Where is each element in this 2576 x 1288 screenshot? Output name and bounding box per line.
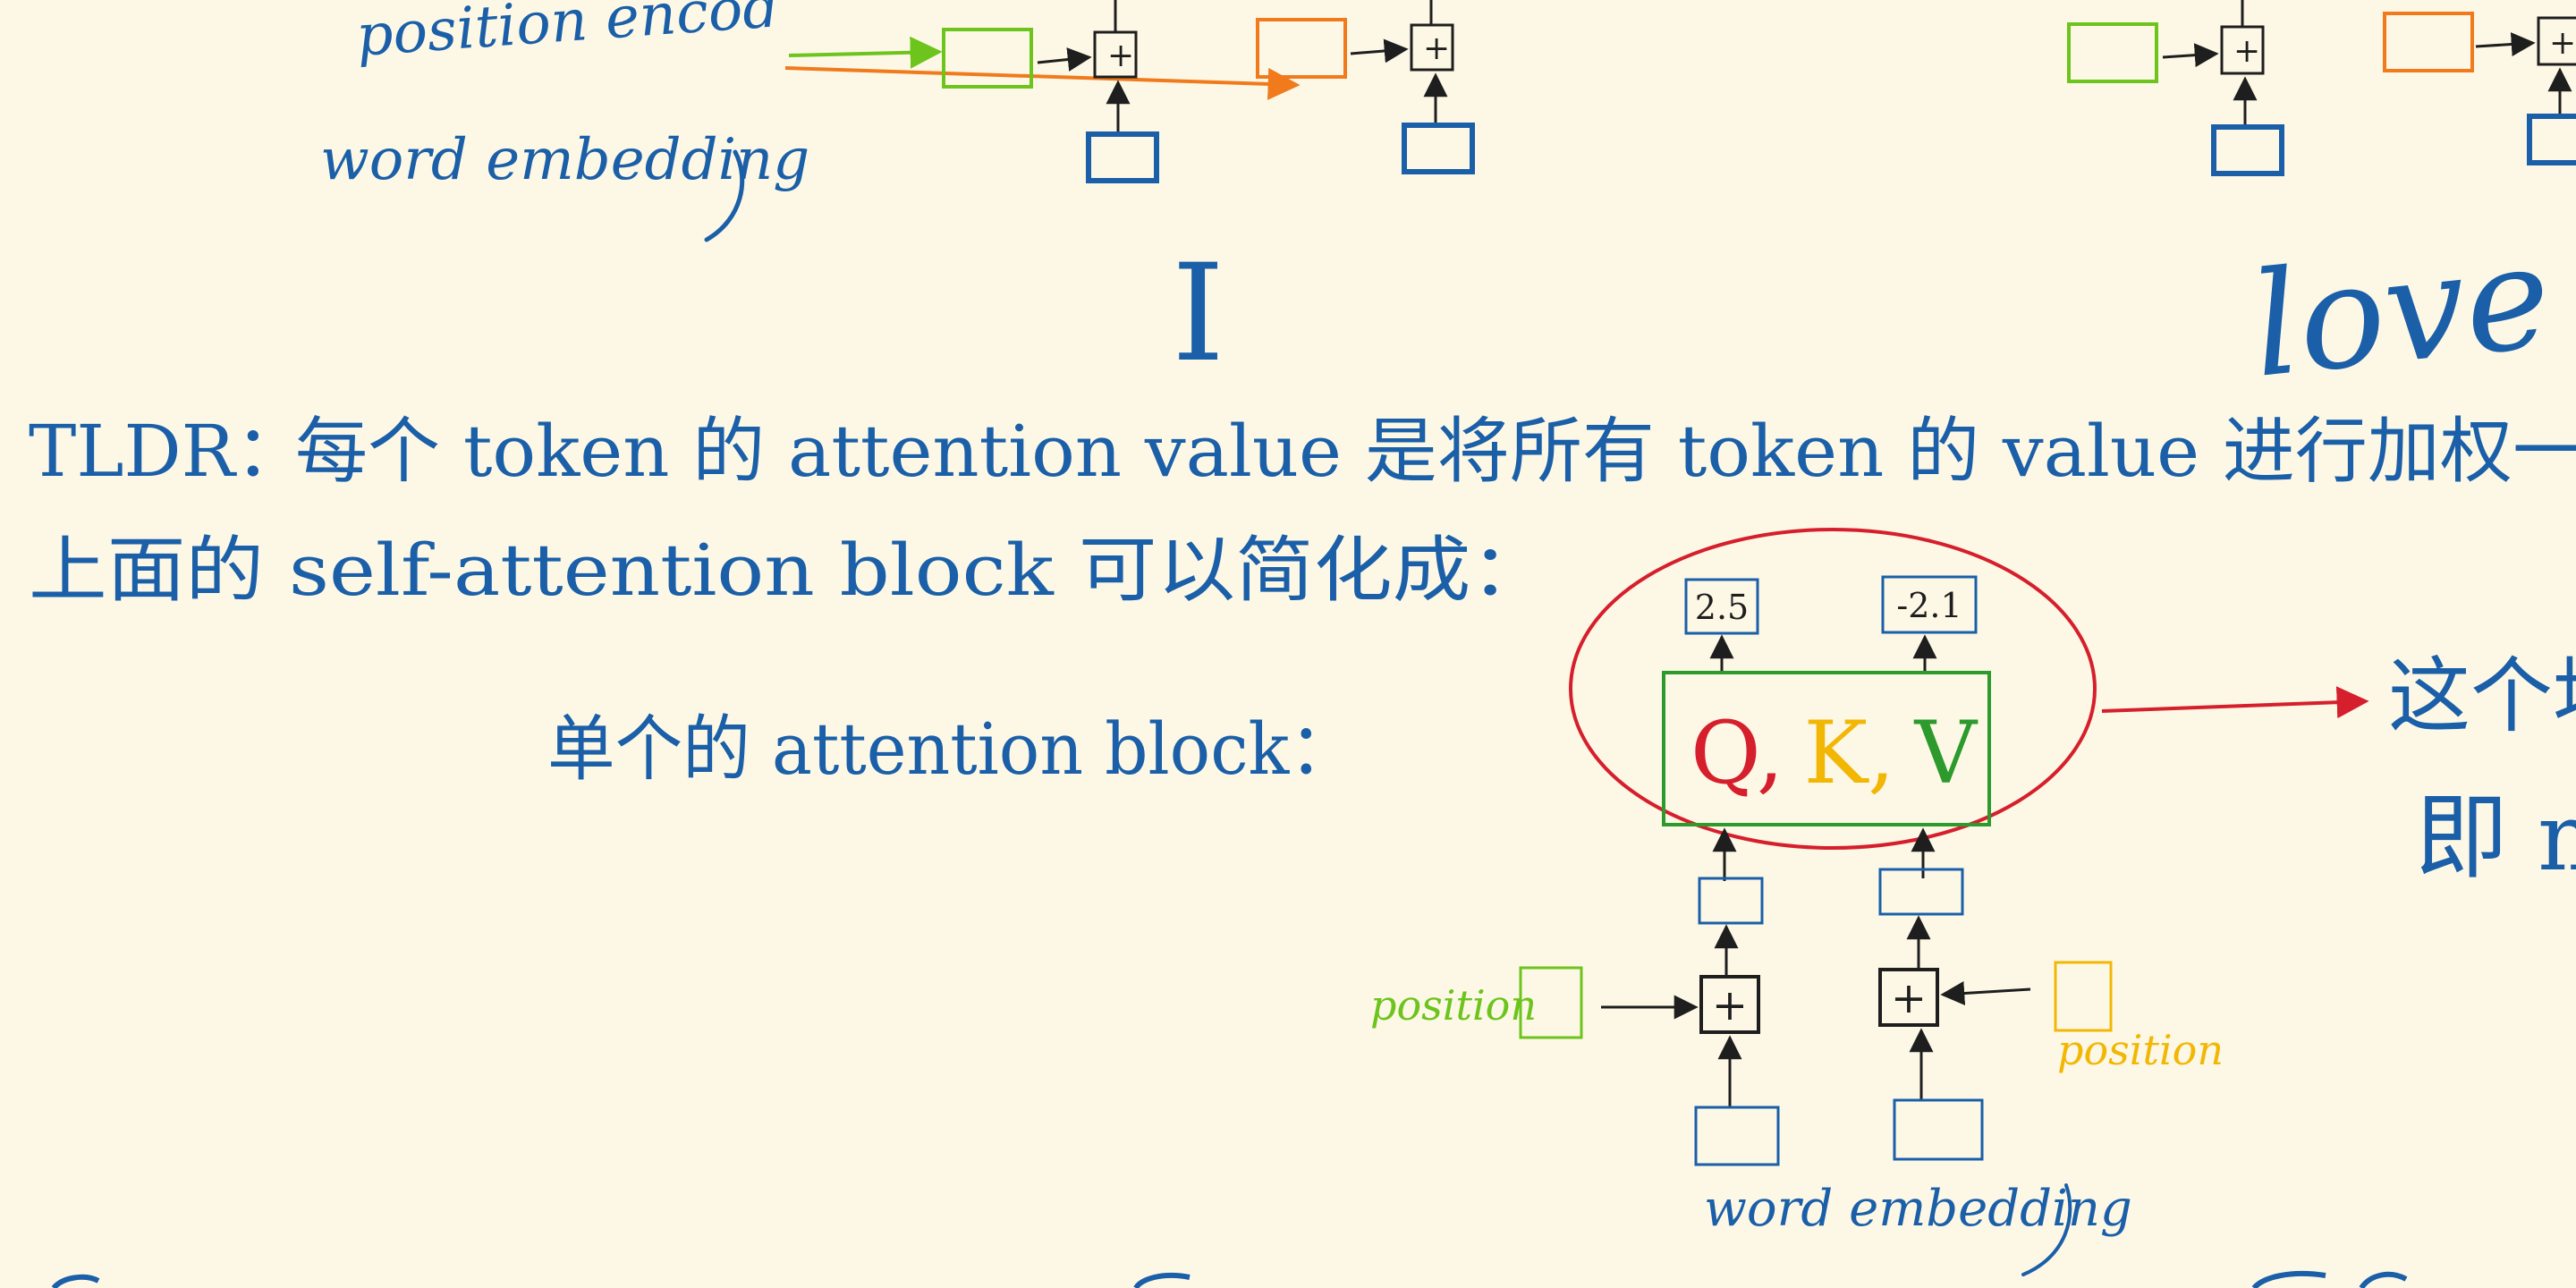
tldr-line: TLDR： 每个 token 的 attention value 是将所有 to… (29, 410, 2576, 493)
single-block-label: 单个的 attention block： (547, 708, 1357, 791)
qkv-label: Q,K,V (1690, 703, 1979, 803)
word-embedding-tail (704, 149, 745, 242)
tldr-text: 每个 token 的 attention value 是将所有 token 的 … (295, 410, 2576, 493)
add-symbol: + (2233, 33, 2260, 70)
bottom-cutoff-strokes (51, 1271, 2408, 1288)
word-embedding-box-right (1893, 1098, 1984, 1161)
position-encoding-label: position encod (354, 0, 782, 70)
position-label-right: position (2057, 1026, 2224, 1074)
connector-arrow (1037, 47, 1092, 72)
add-box (2537, 16, 2576, 66)
word-embedding-tail (2021, 1183, 2072, 1276)
output-box-left (1684, 578, 1759, 635)
word-vector-box (2211, 124, 2284, 176)
position-vector-box (2383, 12, 2474, 72)
word-vector-box (1086, 131, 1159, 183)
position-vector-box (2067, 22, 2158, 83)
connector-arrow (1940, 981, 2031, 1005)
v-label: V (1914, 703, 1979, 803)
word-embedding-label: word embedding (1704, 1180, 2132, 1238)
embedding-box-left (1698, 877, 1764, 925)
right-note-line-1: 这个地 (2388, 648, 2576, 744)
k-label: K (1803, 703, 1869, 803)
add-symbol: + (1712, 980, 1748, 1030)
tldr-label: TLDR： (29, 410, 307, 493)
word-embedding-box-left (1694, 1106, 1780, 1166)
highlight-ellipse (1569, 528, 2097, 850)
word-vector-box (2527, 114, 2576, 165)
attention-block-diagram: 2.5 -2.1 Q,K,V + + position position (1370, 528, 2369, 1276)
connector-arrow (1350, 38, 1409, 64)
connector-arrow (2162, 43, 2219, 68)
add-symbol: + (1891, 973, 1927, 1023)
position-vector-box (1256, 18, 1347, 79)
position-vector-box (942, 28, 1033, 89)
position-vector-left (1519, 966, 1583, 1039)
comma: , (1757, 703, 1784, 803)
add-symbol: + (1423, 30, 1450, 67)
right-note: 这个地 即 m (2388, 648, 2576, 892)
word-vector-box (1402, 123, 1475, 174)
q-label: Q (1690, 703, 1757, 803)
output-value-left: 2.5 (1695, 588, 1749, 627)
top-embedding-diagram: position encod word embedding + + + (320, 0, 2576, 410)
word-love: love (2244, 212, 2557, 410)
output-box-right (1881, 575, 1978, 634)
word-I: I (1172, 236, 1224, 392)
qkv-box (1662, 671, 1991, 826)
right-note-line-2: 即 m (2415, 783, 2576, 892)
pointer-arrow (2101, 686, 2369, 719)
embedding-box-right (1878, 868, 1964, 916)
position-arrow (788, 36, 943, 69)
connector-arrow (2475, 32, 2536, 56)
orange-arrow (784, 66, 1301, 100)
word-embedding-label: word embedding (320, 127, 809, 193)
simplify-line: 上面的 self-attention block 可以简化成： (29, 529, 1549, 612)
comma: , (1868, 703, 1895, 803)
add-box-left (1699, 975, 1760, 1034)
add-symbol: + (2549, 25, 2576, 62)
add-box-right (1878, 968, 1939, 1027)
position-vector-right (2054, 961, 2113, 1032)
output-value-right: -2.1 (1896, 586, 1962, 625)
position-label-left: position (1370, 981, 1537, 1030)
add-symbol: + (1107, 38, 1134, 74)
